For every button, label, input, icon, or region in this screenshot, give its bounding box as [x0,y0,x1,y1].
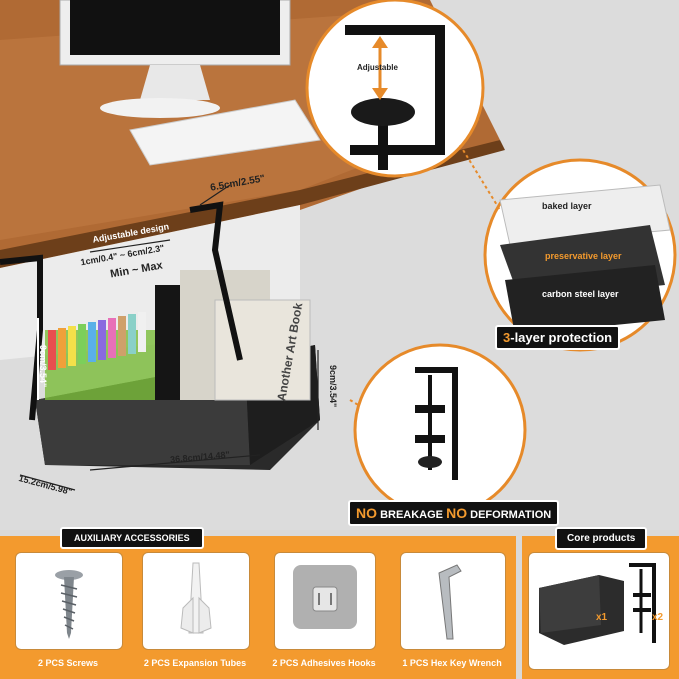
accessory-card-screws [15,552,123,650]
breakage-label: BREAKAGE [380,509,444,521]
no-label-1: NO [356,505,377,521]
keyboard [129,99,321,166]
preservative-layer-label: preservative layer [545,251,622,261]
deformation-label: DEFORMATION [470,509,552,521]
adjustable-label: Adjustable [357,63,398,72]
no-label-2: NO [446,505,468,521]
clamp-left [0,254,43,421]
product-scene [0,0,677,517]
core-products-title: Core products [555,527,648,550]
core-product-card [528,552,670,670]
protection-number: 3 [503,330,511,345]
monitor [59,0,291,118]
accessory-label-hex-key: 1 PCS Hex Key Wrench [402,658,502,668]
inner-height-label: 9cm/3.54" [38,345,48,388]
protection-text: -layer protection [510,330,613,345]
clamp-quantity: x2 [652,612,664,623]
carbon-layer-label: carbon steel layer [542,289,619,299]
accessories-title: AUXILIARY ACCESSORIES [60,527,204,549]
accessory-label-hooks: 2 PCS Adhesives Hooks [272,658,376,668]
expansion-tube-icon [180,562,212,634]
core-product-image [539,563,656,645]
baked-layer-label: baked layer [542,201,592,211]
accessory-card-tubes [142,552,250,650]
storage-basket [35,270,320,470]
clamp-right [189,201,243,361]
no-breakage-badge: NO BREAKAGE NO DEFORMATION [348,500,560,526]
clamp-detail [353,343,527,517]
accessory-label-screws: 2 PCS Screws [37,658,99,668]
accessory-card-hex-key [400,552,506,650]
layer-closeup [483,158,677,352]
accessory-label-tubes: 2 PCS Expansion Tubes [143,658,247,668]
basket-quantity: x1 [596,612,608,623]
hex-key-icon [438,564,462,640]
accessory-card-hooks [274,552,376,650]
adhesive-hook-icon [293,565,357,629]
outer-height-label: 9cm/3.54" [328,365,338,408]
screw-icon [55,570,83,639]
protection-badge: 3-layer protection [495,325,621,350]
adjustable-clamp-closeup [305,0,485,178]
